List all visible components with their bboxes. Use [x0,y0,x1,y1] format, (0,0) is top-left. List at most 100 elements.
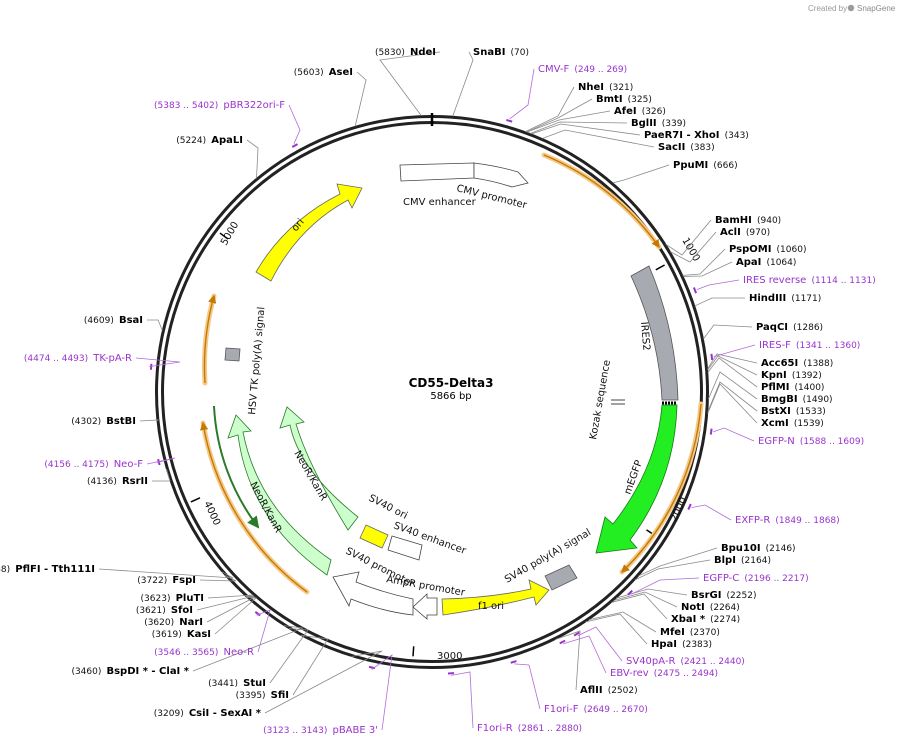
enzyme-site[interactable]: MfeI (2370) [588,611,720,639]
enzyme-site[interactable]: BsrGI (2252) [616,583,756,602]
enzyme-site[interactable]: (5224) ApaLI [176,128,259,179]
enzyme-site[interactable]: (3623) PluTI [141,586,254,605]
primer-site[interactable]: EGFP-C (2196 .. 2217) [627,566,809,596]
primer-site[interactable]: SV40pA-R (2421 .. 2440) [573,626,745,668]
primer-label: EGFP-N (1588 .. 1609) [758,429,864,448]
enzyme-site-line [707,355,758,376]
enzyme-name: SacII [658,142,685,153]
enzyme-site[interactable]: (3620) NarI [144,596,256,629]
enzyme-name: BstBI [106,416,136,427]
enzyme-site[interactable]: HpaI (2383) [585,613,712,651]
enzyme-site[interactable]: (3209) CsiI - SexAI * [154,650,383,720]
enzyme-position: (1400) [795,383,825,393]
primer-site[interactable]: IRES reverse (1114 .. 1131) [692,268,876,294]
primer-name: Neo-R [224,647,255,658]
primer-bar [149,363,153,370]
enzyme-site[interactable]: NotI (2264) [613,591,740,614]
feature-f1-ori[interactable] [441,579,550,616]
enzyme-site[interactable]: BlpI (2164) [634,548,771,581]
primer-name: EBV-rev [610,668,649,679]
enzyme-position: (5224) [176,136,206,146]
primer-site[interactable]: (4474 .. 4493) TK-pA-R [24,346,181,370]
enzyme-label: (3738) PflFI - Tth111I [0,557,95,576]
primer-site[interactable]: (4156 .. 4175) Neo-F [44,452,176,471]
enzyme-site[interactable]: (3441) StuI [208,628,309,690]
primer-site[interactable]: (3546 .. 3565) Neo-R [154,609,271,659]
feature-hsv-tk-polya[interactable] [224,347,241,362]
primer-bar [687,503,692,510]
primer-site[interactable]: CMV-F (249 .. 269) [506,57,627,123]
feature-megfp[interactable] [595,404,678,554]
enzyme-site[interactable]: BamHI (940) [665,208,782,256]
enzyme-site[interactable]: ApaI (1064) [683,250,796,277]
credit-brand: SnapGene [857,4,896,13]
primer-site[interactable]: F1ori-R (2861 .. 2880) [447,671,582,735]
enzyme-site[interactable]: SnaBI (70) [452,40,529,117]
enzyme-site[interactable]: PspOMI (1060) [682,237,807,276]
primer-name: IRES reverse [743,275,806,286]
enzyme-site[interactable]: Bpu10I (2146) [638,536,796,577]
primer-site[interactable]: (3123 .. 3143) pBABE 3' [263,654,393,737]
primer-site[interactable]: F1ori-F (2649 .. 2670) [510,660,648,716]
enzyme-site-line [192,625,304,672]
enzyme-site[interactable]: (3619) KasI [152,596,257,641]
feature-neor-inner[interactable] [279,406,359,531]
feature-sv40-promoter[interactable] [332,571,414,616]
enzyme-name: HindIII [749,293,786,304]
enzyme-site[interactable]: (3460) BspDI * - ClaI * [71,625,304,678]
orf-arc-right-core [620,403,702,573]
enzyme-site[interactable]: Acc65I (1388) [707,351,834,370]
enzyme-name: BsaI [119,315,143,326]
enzyme-site[interactable]: (3722) FspI [137,568,237,587]
primer-site[interactable]: IRES-F (1341 .. 1360) [710,333,860,361]
enzyme-site[interactable]: BmgBI (1490) [708,371,833,406]
enzyme-site[interactable]: AflII (2502) [555,630,638,697]
enzyme-site-line [588,611,657,633]
enzyme-site[interactable]: (5830) NdeI [375,40,441,116]
feature-ires2[interactable] [630,265,679,401]
feature-cmv-enhancer[interactable] [399,162,475,182]
primer-sites: CMV-F (249 .. 269) (5383 .. 5402) pBR322o… [24,57,876,737]
enzyme-site[interactable]: KpnI (1392) [707,355,822,382]
primer-site[interactable]: (5383 .. 5402) pBR322ori-F [154,93,301,148]
enzyme-site[interactable]: XbaI * (2274) [611,593,740,626]
primer-bar [710,353,714,361]
enzyme-site[interactable]: NheI (321) [525,75,633,133]
enzyme-site[interactable]: PpuMI (666) [612,153,738,184]
enzyme-site[interactable]: BstXI (1533) [707,381,826,418]
enzyme-site[interactable]: SacII (383) [542,129,715,154]
enzyme-site[interactable]: PaeR7I - XhoI (343) [531,123,749,142]
enzyme-site[interactable]: (5603) AseI [294,60,367,127]
enzyme-name: BamHI [715,215,752,226]
primer-site[interactable]: EGFP-N (1588 .. 1609) [709,427,864,448]
primer-label: IRES reverse (1114 .. 1131) [743,268,876,287]
feature-sv40-enhancer[interactable] [387,535,423,561]
enzyme-position: (1490) [803,395,833,405]
enzyme-site[interactable]: (4136) RsrII [87,468,171,488]
enzyme-site[interactable]: (4609) BsaI [84,308,163,331]
enzyme-site[interactable]: (4302) BstBI [71,409,160,428]
enzyme-site[interactable]: BglII (339) [530,111,686,134]
enzyme-site[interactable]: XcmI (1539) [707,383,824,430]
primer-site[interactable]: EXFP-R (1849 .. 1868) [687,503,840,527]
feature-sv40-polya[interactable] [544,564,578,591]
enzyme-site[interactable]: BmtI (325) [526,87,652,133]
enzyme-position: (1533) [796,407,826,417]
enzyme-site[interactable]: PaqCI (1286) [703,315,823,340]
enzyme-site-line [585,613,648,645]
feature-sv40-ori[interactable] [359,524,389,549]
feature-kozak[interactable] [611,399,625,405]
enzyme-site[interactable]: (3738) PflFI - Tth111I [0,557,234,579]
feature-ori[interactable] [255,183,363,282]
feature-ampr-promoter[interactable] [412,593,438,620]
feature-neor-outer[interactable] [227,414,332,576]
enzyme-site[interactable]: HindIII (1171) [694,286,822,307]
feature-cmv-promoter[interactable] [473,162,529,188]
enzyme-site[interactable]: (3395) SfiI [236,634,329,702]
enzyme-site[interactable]: PflMI (1400) [707,357,825,394]
enzyme-site[interactable]: AclI (970) [670,220,770,263]
primer-line [696,279,740,290]
enzyme-site[interactable]: (3621) SfoI [136,595,255,617]
enzyme-site[interactable]: AfeI (326) [526,99,666,133]
primer-site[interactable]: EBV-rev (2475 .. 2494) [559,635,718,680]
